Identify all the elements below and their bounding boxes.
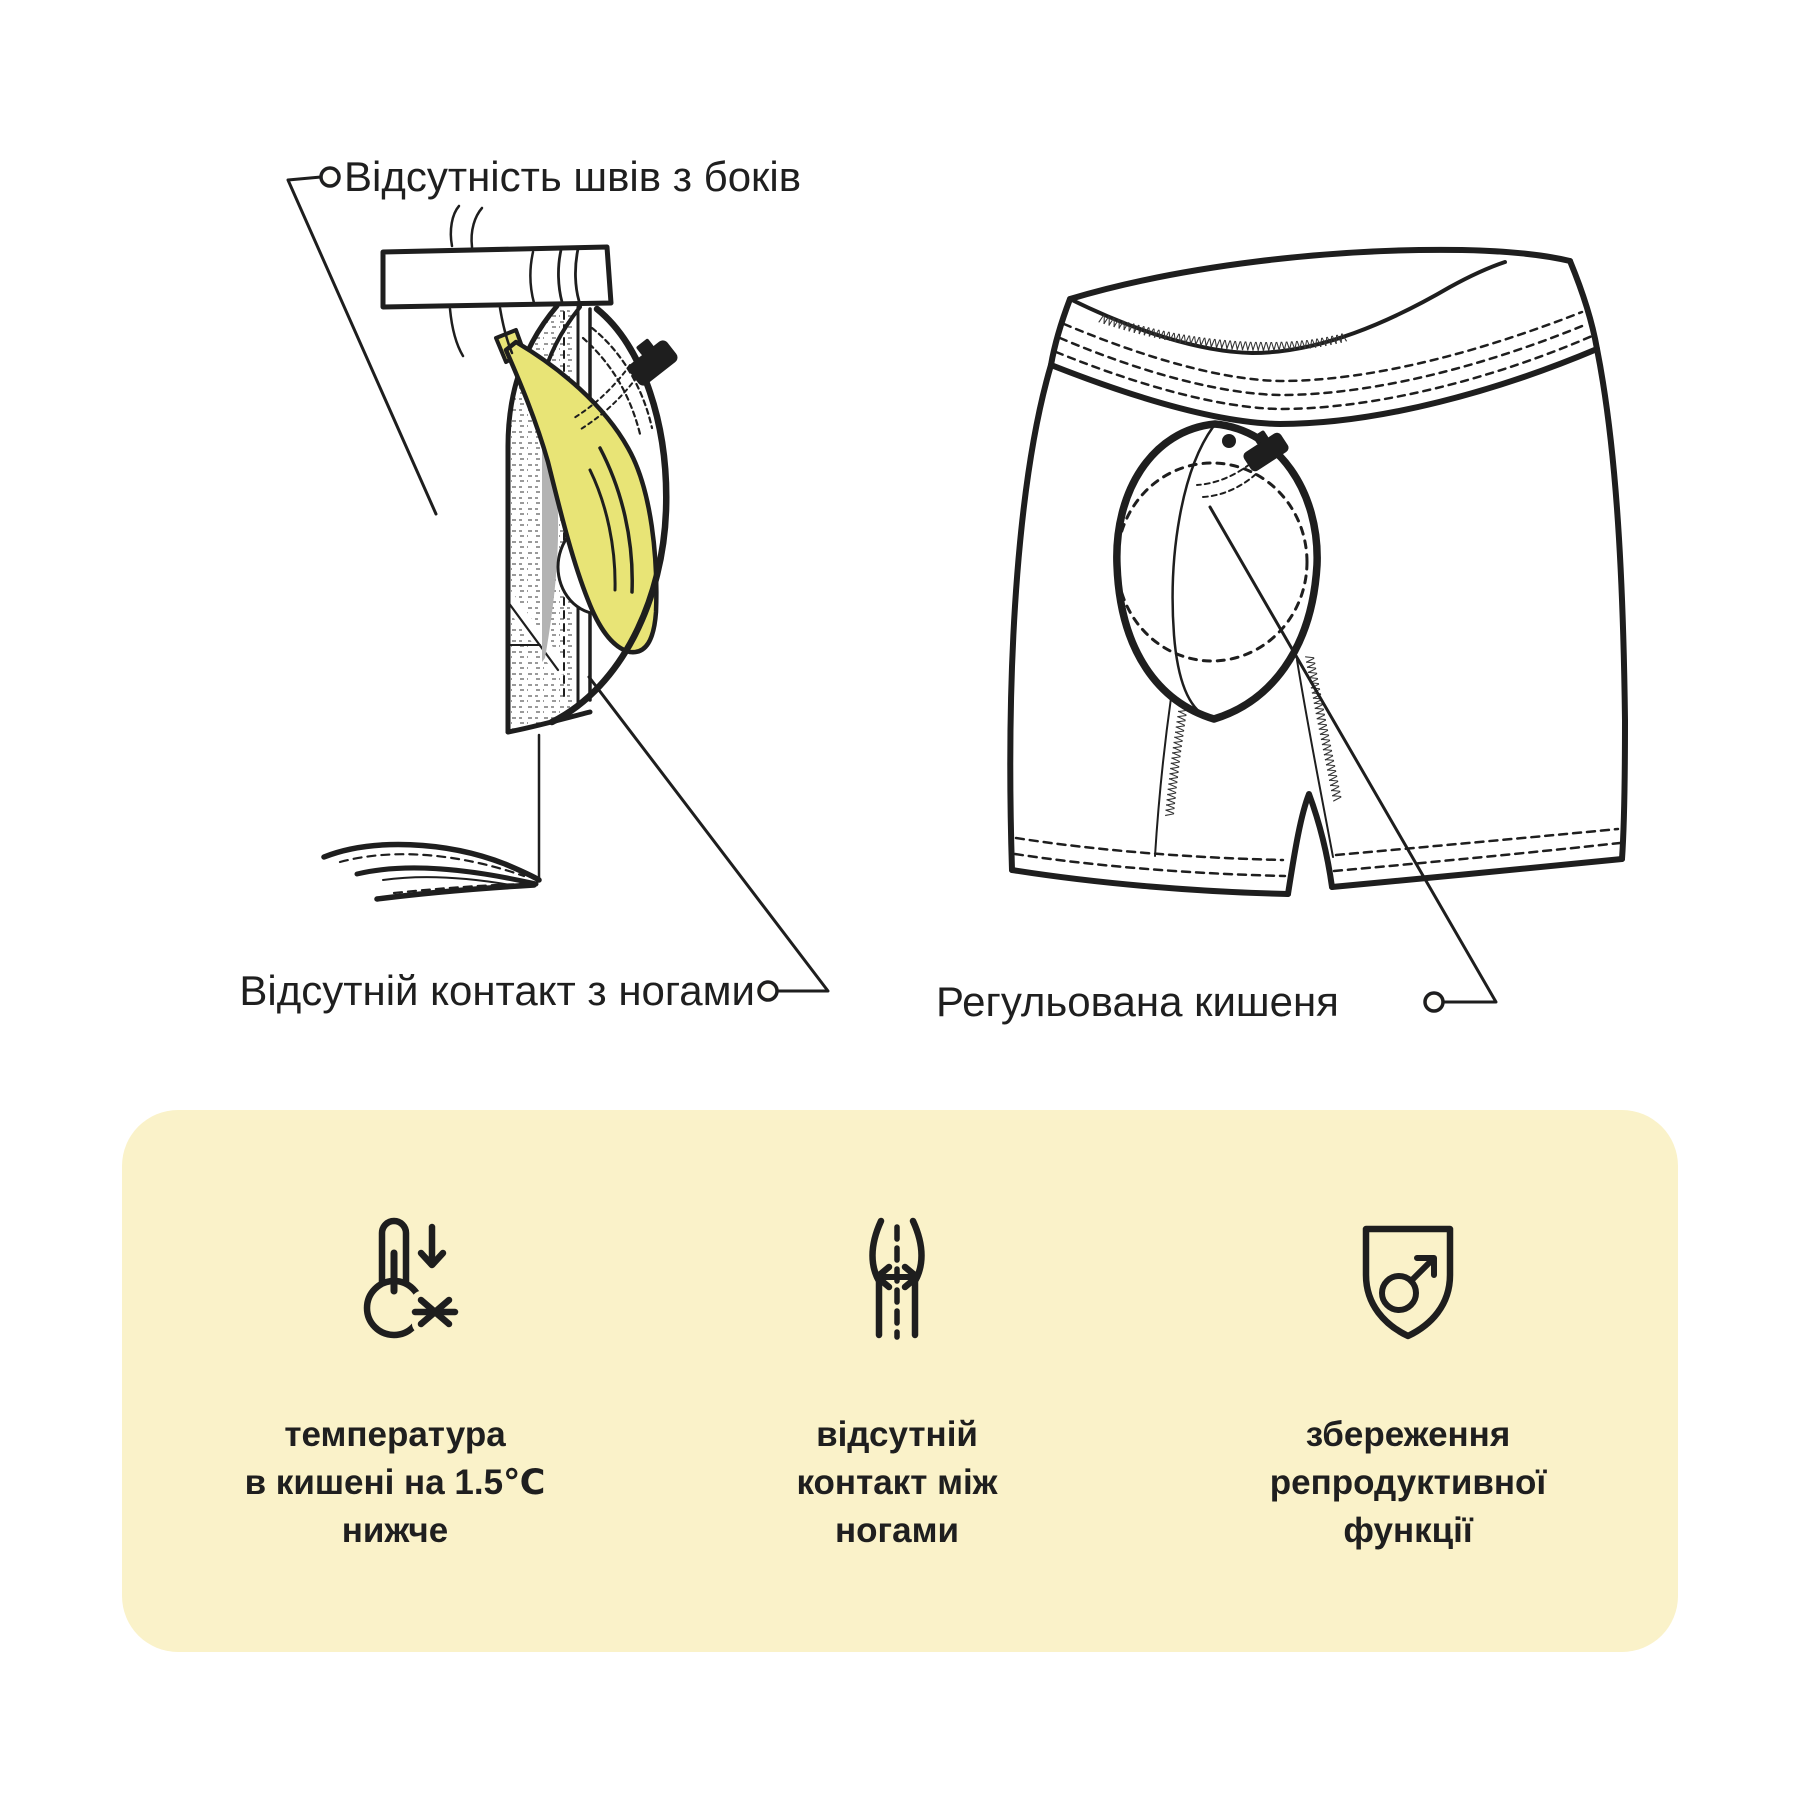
leader-lines xyxy=(286,175,1498,1004)
label-no-leg-contact: Відсутній контакт з ногами xyxy=(239,967,755,1014)
leader-dots xyxy=(319,166,1445,1013)
feature-reproductive: збереження репродуктивної функції xyxy=(1148,1110,1668,1652)
banana-illustration xyxy=(494,328,659,655)
side-waistband xyxy=(380,204,614,358)
cordlock-toggle-icon xyxy=(1243,430,1289,472)
leg-cuff xyxy=(321,841,542,902)
cordlock-toggle-icon xyxy=(628,338,678,386)
leader-no-leg-contact xyxy=(587,675,830,993)
features-panel: температура в кишені на 1.5℃ нижче xyxy=(122,1110,1678,1652)
feature-no-contact: відсутній контакт між ногами xyxy=(637,1110,1157,1652)
front-pouch-outline xyxy=(1113,420,1321,723)
feature-no-contact-text: відсутній контакт між ногами xyxy=(796,1415,998,1550)
pocket-stitch-dashed xyxy=(1115,461,1309,663)
feature-temperature: температура в кишені на 1.5℃ нижче xyxy=(135,1110,655,1652)
legs-gap-icon xyxy=(869,1217,925,1340)
label-adjustable-pocket: Регульована кишеня xyxy=(936,978,1339,1025)
cord-dot xyxy=(1222,434,1236,448)
leader-adjustable-pocket xyxy=(1208,505,1498,1004)
feature-temperature-text: температура в кишені на 1.5℃ нижче xyxy=(244,1415,546,1550)
pouch-outline xyxy=(548,305,670,726)
side-view-diagram xyxy=(321,204,678,902)
shield-male-icon xyxy=(1362,1225,1454,1340)
label-no-side-seams: Відсутність швів з боків xyxy=(344,153,802,200)
feature-reproductive-text: збереження репродуктивної функції xyxy=(1269,1415,1547,1550)
leader-no-side-seams xyxy=(286,175,438,516)
thermometer-down-icon xyxy=(363,1217,461,1339)
